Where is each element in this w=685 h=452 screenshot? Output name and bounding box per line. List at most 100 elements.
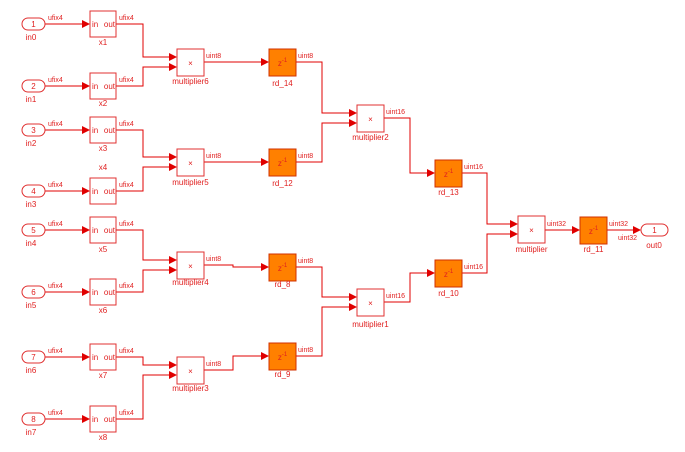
unit-delay-box[interactable]: [268, 342, 297, 371]
port-out-label: out: [104, 187, 116, 196]
multiplier-label: multiplier: [515, 245, 547, 254]
multiplier-label: multiplier4: [172, 278, 209, 287]
inport-shape[interactable]: [21, 350, 46, 364]
product-box[interactable]: [517, 215, 546, 244]
unit-delay-box[interactable]: [434, 259, 463, 288]
inport-label: in7: [26, 428, 37, 437]
inport-shape[interactable]: [21, 184, 46, 198]
inport-in0[interactable]: 1: [21, 17, 46, 31]
unit-delay-box[interactable]: [268, 148, 297, 177]
wire-rd_9[interactable]: [296, 303, 357, 357]
wire-multiplier1[interactable]: [384, 269, 435, 303]
subsystem-box[interactable]: [89, 405, 117, 433]
signal-label: uint16: [386, 109, 405, 116]
block-multiplier2[interactable]: ×: [356, 104, 385, 133]
product-box[interactable]: [356, 288, 385, 317]
wire-rd_13[interactable]: [462, 172, 518, 228]
signal-label: ufix4: [119, 410, 134, 417]
inport-shape[interactable]: [21, 79, 46, 93]
wire-x6[interactable]: [116, 266, 177, 293]
subsystem-label: x3: [99, 144, 108, 153]
unit-delay-box[interactable]: [268, 48, 297, 77]
block-rd_12[interactable]: z-1: [268, 148, 297, 177]
product-box[interactable]: [356, 104, 385, 133]
inport-in7[interactable]: 8: [21, 412, 46, 426]
inport-shape[interactable]: [21, 412, 46, 426]
unit-delay-box[interactable]: [434, 159, 463, 188]
z-inverse-icon: z-1: [278, 58, 288, 68]
inport-shape[interactable]: [21, 123, 46, 137]
block-rd_8[interactable]: z-1: [268, 253, 297, 282]
wire-multiplier4[interactable]: [204, 263, 269, 271]
block-rd_10[interactable]: z-1: [434, 259, 463, 288]
block-rd_11[interactable]: z-1: [579, 216, 608, 245]
wire-multiplier2[interactable]: [384, 117, 435, 177]
inport-in5[interactable]: 6: [21, 285, 46, 299]
block-multiplier3[interactable]: ×: [176, 356, 205, 385]
product-box[interactable]: [176, 148, 205, 177]
wire-x2[interactable]: [116, 63, 177, 87]
subsystem-box[interactable]: [89, 10, 117, 38]
inport-shape[interactable]: [21, 17, 46, 31]
wire-x5[interactable]: [116, 229, 177, 264]
subsystem-box[interactable]: [89, 278, 117, 306]
signal-label: ufix4: [48, 15, 63, 22]
subsystem-box[interactable]: [89, 72, 117, 100]
inport-shape[interactable]: [21, 285, 46, 299]
z-inverse-icon: z-1: [278, 158, 288, 168]
wire-x4[interactable]: [116, 163, 177, 192]
block-rd_13[interactable]: z-1: [434, 159, 463, 188]
wire-multiplier3[interactable]: [204, 352, 269, 371]
subsystem-label: x7: [99, 371, 108, 380]
subsystem-box[interactable]: [89, 343, 117, 371]
unit-delay-box[interactable]: [268, 253, 297, 282]
wire-x7[interactable]: [116, 356, 177, 369]
wire-rd_12[interactable]: [296, 119, 357, 163]
outport-out0[interactable]: 1: [640, 223, 669, 237]
subsystem-box[interactable]: [89, 116, 117, 144]
inport-in6[interactable]: 7: [21, 350, 46, 364]
block-multiplier4[interactable]: ×: [176, 251, 205, 280]
port-in-label: in: [92, 126, 98, 135]
wire-x1[interactable]: [116, 23, 177, 61]
delay-label: rd_12: [272, 179, 293, 188]
signal-label: uint8: [298, 258, 313, 265]
inport-shape[interactable]: [21, 223, 46, 237]
product-box[interactable]: [176, 48, 205, 77]
wire-x8[interactable]: [116, 371, 177, 420]
subsystem-box[interactable]: [89, 216, 117, 244]
inport-in2[interactable]: 3: [21, 123, 46, 137]
subsystem-box[interactable]: [89, 177, 117, 205]
z-symbol: z: [278, 264, 282, 273]
product-box[interactable]: [176, 251, 205, 280]
block-multiplier5[interactable]: ×: [176, 148, 205, 177]
block-rd_14[interactable]: z-1: [268, 48, 297, 77]
unit-delay-box[interactable]: [579, 216, 608, 245]
wire-x3[interactable]: [116, 129, 177, 161]
block-multiplier[interactable]: ×: [517, 215, 546, 244]
inport-number: 7: [31, 353, 36, 362]
wire-rd_8[interactable]: [296, 266, 357, 301]
inport-in1[interactable]: 2: [21, 79, 46, 93]
z-exponent: -1: [282, 263, 288, 269]
block-multiplier6[interactable]: ×: [176, 48, 205, 77]
inport-in3[interactable]: 4: [21, 184, 46, 198]
multiply-icon: ×: [188, 262, 193, 271]
z-symbol: z: [278, 159, 282, 168]
signal-label: uint16: [464, 164, 483, 171]
block-multiplier1[interactable]: ×: [356, 288, 385, 317]
outport-shape[interactable]: [640, 223, 669, 237]
inport-in4[interactable]: 5: [21, 223, 46, 237]
wire-rd_14[interactable]: [296, 61, 357, 117]
block-rd_9[interactable]: z-1: [268, 342, 297, 371]
product-box[interactable]: [176, 356, 205, 385]
wire-rd_10[interactable]: [462, 230, 518, 274]
